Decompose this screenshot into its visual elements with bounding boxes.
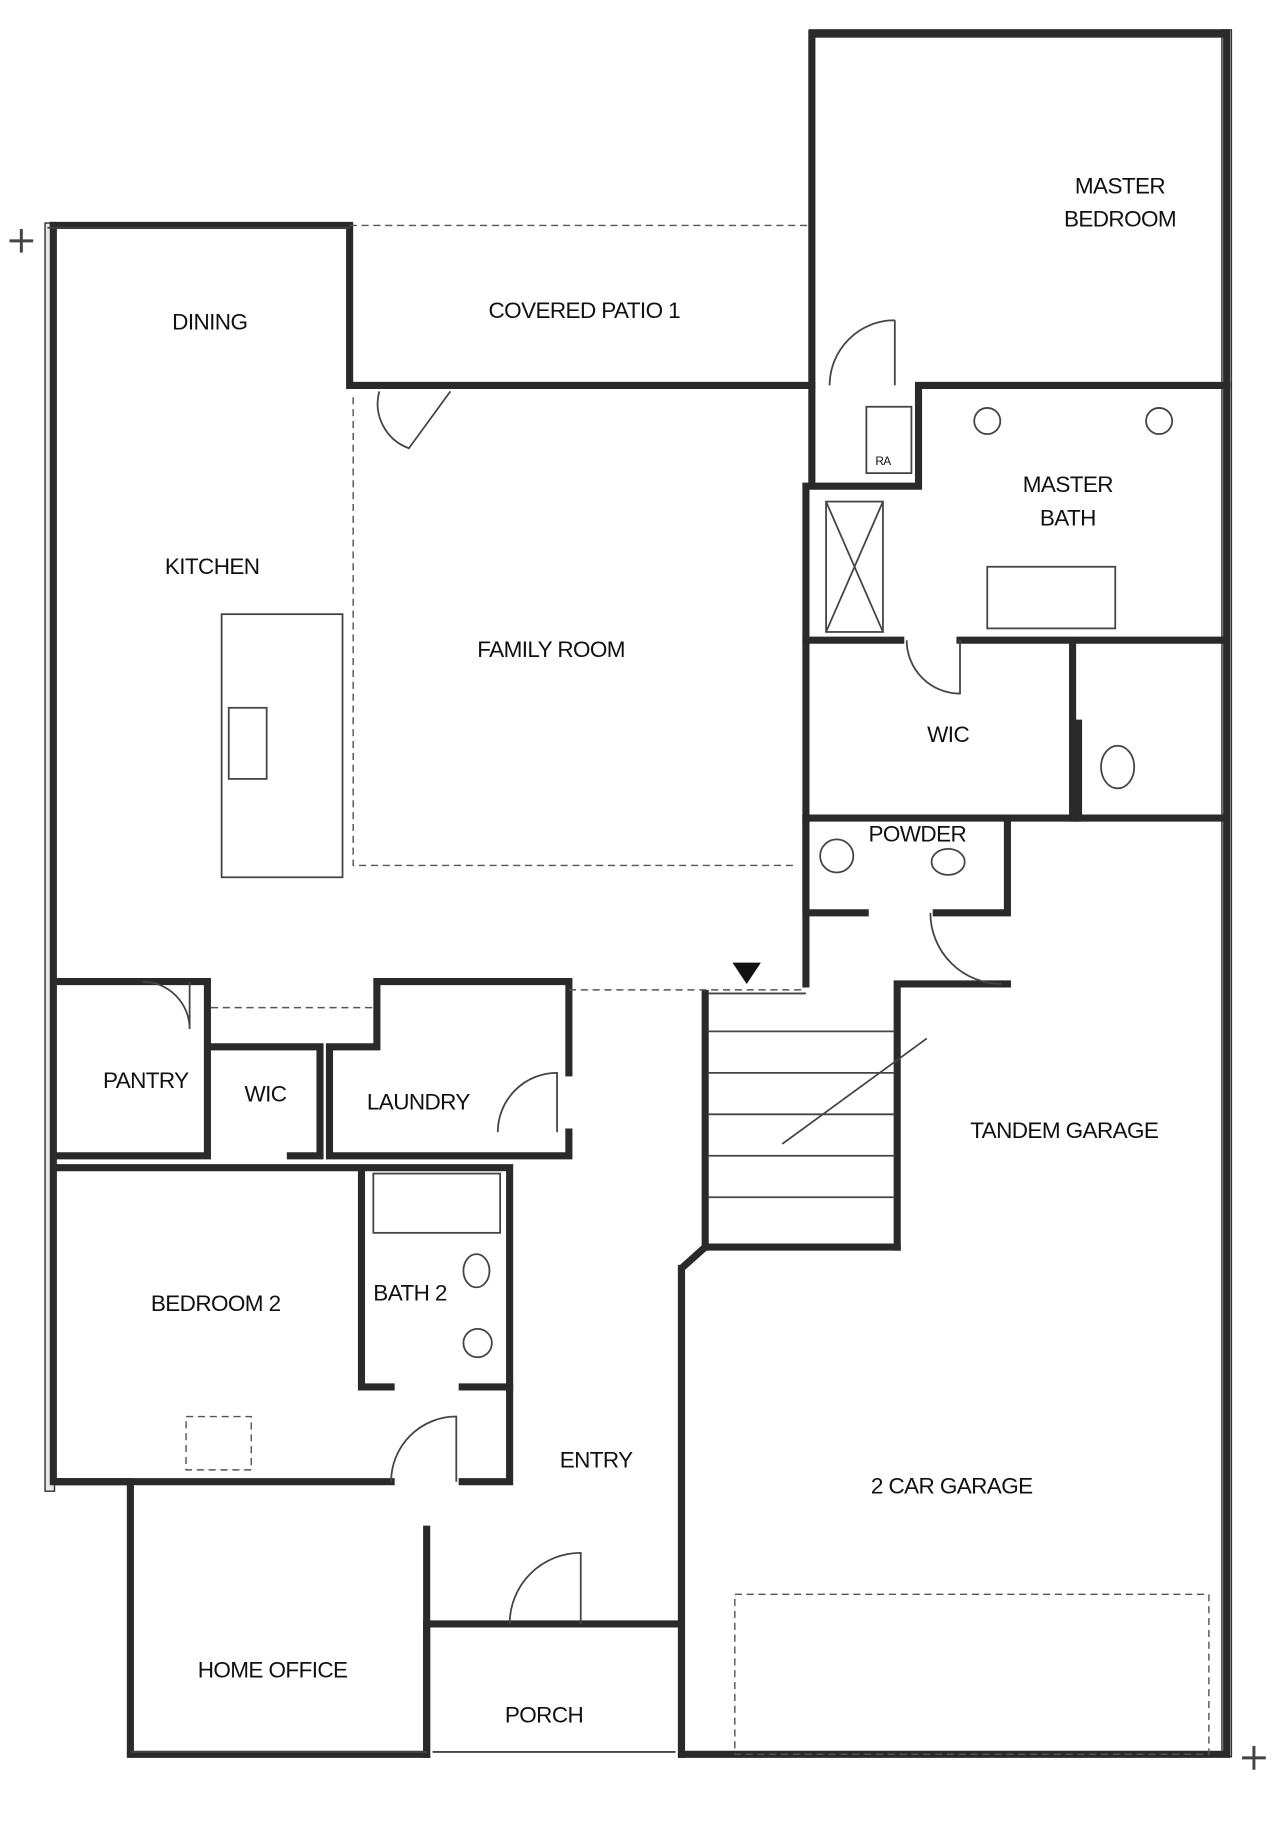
label-family-room: FAMILY ROOM — [477, 637, 625, 662]
interior-walls — [55, 381, 1231, 1628]
label-entry: ENTRY — [560, 1448, 633, 1473]
label-porch: PORCH — [505, 1702, 583, 1727]
label-pantry: PANTRY — [103, 1068, 189, 1093]
label-bedroom-2: BEDROOM 2 — [151, 1291, 281, 1316]
exterior-walls — [44, 29, 1233, 1758]
label-wic-bedroom-2: WIC — [244, 1081, 286, 1106]
room-labels: MASTER BEDROOM COVERED PATIO 1 DINING MA… — [103, 173, 1177, 1727]
label-tandem-garage: TANDEM GARAGE — [970, 1118, 1159, 1143]
label-powder: POWDER — [868, 822, 966, 847]
label-master-bath-2: BATH — [1040, 505, 1096, 530]
label-master-bedroom-2: BEDROOM — [1064, 207, 1176, 232]
corner-markers — [9, 228, 1266, 1770]
label-master-bath-1: MASTER — [1023, 472, 1114, 497]
label-master-bedroom-1: MASTER — [1075, 173, 1166, 198]
label-laundry: LAUNDRY — [367, 1090, 471, 1115]
fixtures — [185, 405, 1210, 1756]
label-bath-2: BATH 2 — [373, 1280, 447, 1305]
label-covered-patio: COVERED PATIO 1 — [489, 298, 681, 323]
label-kitchen: KITCHEN — [165, 554, 260, 579]
label-2-car-garage: 2 CAR GARAGE — [871, 1474, 1033, 1499]
label-home-office: HOME OFFICE — [198, 1657, 348, 1682]
label-wic-master: WIC — [927, 722, 969, 747]
label-ra: RA — [875, 454, 891, 468]
label-dining: DINING — [172, 310, 247, 335]
doors — [142, 319, 1002, 1624]
